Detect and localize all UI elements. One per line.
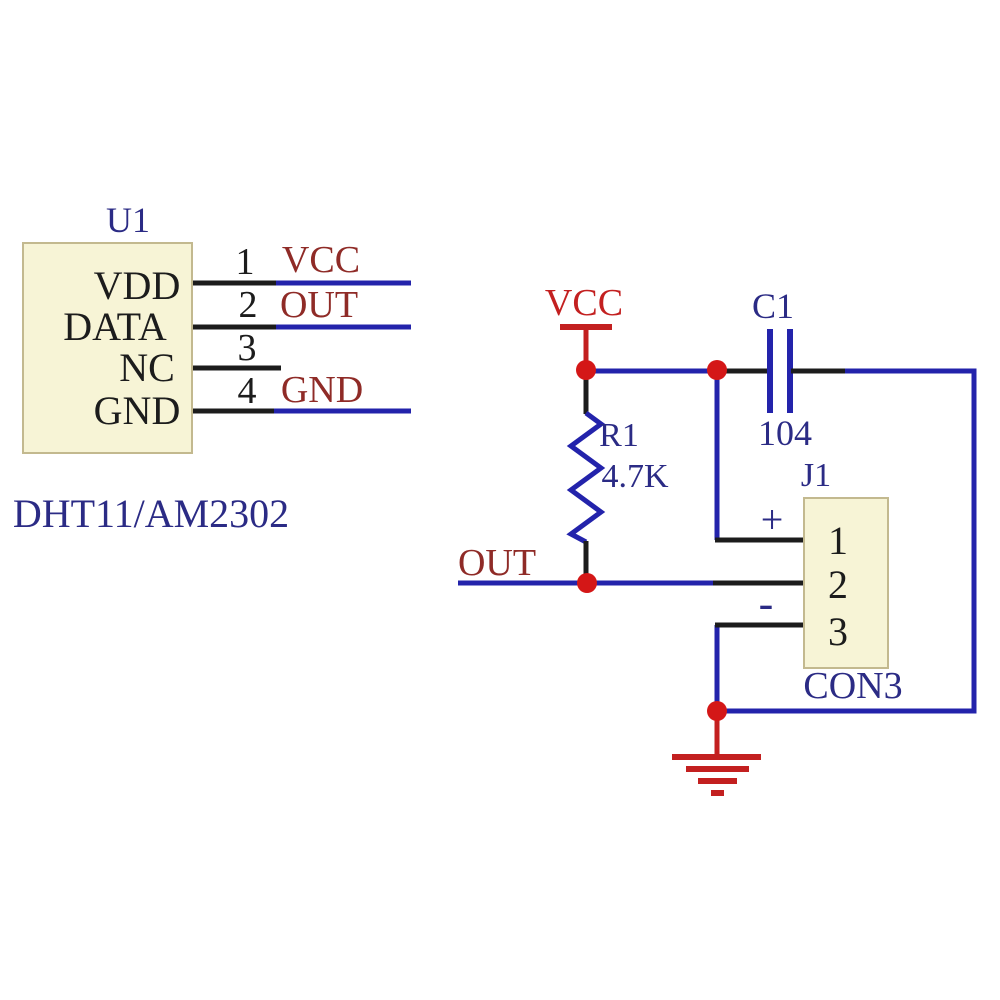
r1-zigzag	[566, 410, 606, 545]
j1-plus-polarity-label: +	[760, 497, 784, 542]
u1-pin-number-1: 1	[235, 241, 255, 283]
u1-pin-name-gnd: GND	[93, 388, 181, 433]
u1-pin-leads	[193, 280, 281, 414]
u1-pin-name-data: DATA	[63, 304, 167, 349]
u1-net-label-vcc: VCC	[281, 239, 361, 281]
u1-pin-number-2: 2	[238, 284, 258, 326]
out-net-label: OUT	[457, 542, 537, 584]
j1-pin-number-3: 3	[828, 609, 848, 654]
u1-net-label-gnd: GND	[280, 369, 364, 411]
junction-dot-cap	[707, 360, 727, 380]
junction-dot-vcc	[576, 360, 596, 380]
ground-symbol	[672, 711, 761, 796]
r1-value-label: 4.7K	[601, 458, 669, 495]
c1-capacitor-symbol	[717, 329, 845, 413]
j1-component-body	[803, 497, 889, 669]
vcc-rail-wire	[586, 368, 977, 714]
j1-pin-leads	[713, 537, 803, 628]
u1-pin-name-nc: NC	[119, 345, 175, 390]
j1-pin-number-1: 1	[828, 518, 848, 563]
u1-pin-number-4: 4	[237, 370, 257, 412]
c1-value-label: 104	[758, 413, 812, 453]
c1-reference-label: C1	[751, 286, 795, 326]
j1-pin-number-2: 2	[828, 562, 848, 607]
u1-part-label: DHT11/AM2302	[12, 491, 290, 536]
u1-component-body	[22, 242, 193, 454]
u1-pin-number-3: 3	[237, 327, 257, 369]
r1-reference-label: R1	[599, 417, 639, 454]
junction-dot-out	[577, 573, 597, 593]
u1-pin-wires	[274, 280, 411, 414]
u1-reference-label: U1	[106, 200, 150, 240]
j1-reference-label: J1	[800, 457, 832, 494]
junction-dot-gnd	[707, 701, 727, 721]
j1-minus-polarity-label: -	[758, 579, 774, 628]
vcc-power-label: VCC	[544, 282, 624, 324]
junction-dots	[576, 360, 727, 721]
vcc-rail-right-loop	[721, 368, 977, 714]
r1-resistor-symbol	[566, 371, 606, 583]
u1-pin-name-vdd: VDD	[93, 263, 181, 308]
u1-net-label-out: OUT	[279, 284, 359, 326]
j1-footprint-label: CON3	[803, 665, 903, 707]
